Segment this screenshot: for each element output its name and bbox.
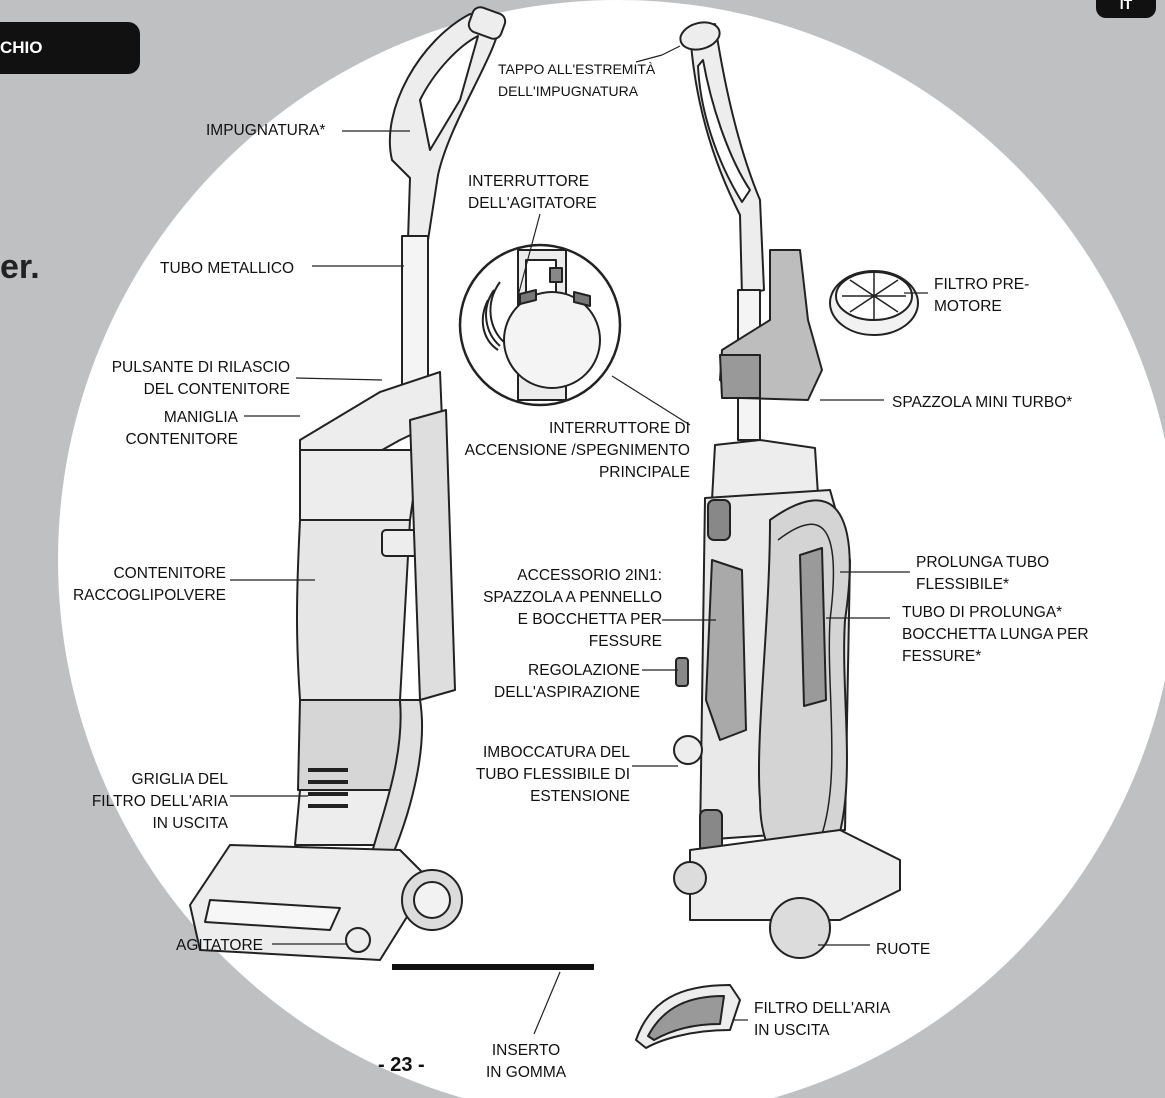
- label-interruttore-accensione: INTERRUTTORE DI ACCENSIONE /SPEGNIMENTO …: [464, 420, 690, 481]
- label-accessorio-2in1: ACCESSORIO 2IN1: SPAZZOLA A PENNELLO E B…: [483, 567, 662, 650]
- label-tappo-estremita: TAPPO ALL'ESTREMITÀ DELL'IMPUGNATURA: [498, 61, 656, 99]
- label-filtro-pre-motore: FILTRO PRE- MOTORE: [934, 276, 1030, 315]
- front-vacuum-drawing: [189, 6, 507, 961]
- label-spazzola-mini-turbo: SPAZZOLA MINI TURBO*: [892, 394, 1073, 411]
- rubber-insert-bar: [392, 964, 594, 970]
- switch-zoom-drawing: [458, 243, 622, 407]
- section-tab: CHIO: [0, 22, 140, 74]
- label-tubo-metallico: TUBO METALLICO: [160, 260, 295, 277]
- label-agitatore: AGITATORE: [176, 937, 263, 954]
- label-contenitore-raccoglipolvere: CONTENITORE RACCOGLIPOLVERE: [72, 565, 226, 604]
- pre-motor-filter-drawing: [829, 270, 919, 336]
- label-inserto-gomma: INSERTO IN GOMMA: [486, 1042, 567, 1081]
- label-regolazione-aspirazione: REGOLAZIONE DELL'ASPIRAZIONE: [494, 662, 640, 701]
- language-tab: IT: [1096, 0, 1156, 18]
- label-impugnatura: IMPUGNATURA*: [206, 122, 326, 139]
- label-maniglia-contenitore: MANIGLIA CONTENITORE: [125, 409, 238, 448]
- label-tubo-di-prolunga: TUBO DI PROLUNGA* BOCCHETTA LUNGA PER FE…: [902, 604, 1089, 665]
- leader-lines: [230, 45, 928, 1035]
- label-prolunga-tubo-flessibile: PROLUNGA TUBO FLESSIBILE*: [916, 554, 1050, 593]
- exhaust-filter-drawing: [635, 984, 741, 1049]
- label-interruttore-agitatore: INTERRUTTORE DELL'AGITATORE: [468, 173, 597, 212]
- label-imboccatura-tubo: IMBOCCATURA DEL TUBO FLESSIBILE DI ESTEN…: [475, 744, 630, 805]
- label-filtro-aria-uscita: FILTRO DELL'ARIA IN USCITA: [754, 1000, 891, 1039]
- label-pulsante-rilascio: PULSANTE DI RILASCIO DEL CONTENITORE: [111, 359, 290, 398]
- label-griglia-filtro: GRIGLIA DEL FILTRO DELL'ARIA IN USCITA: [91, 771, 228, 832]
- rear-vacuum-drawing: [673, 21, 901, 959]
- label-ruote: RUOTE: [876, 941, 931, 958]
- page-number: - 23 -: [378, 1054, 425, 1076]
- cut-off-text: er.: [0, 248, 40, 286]
